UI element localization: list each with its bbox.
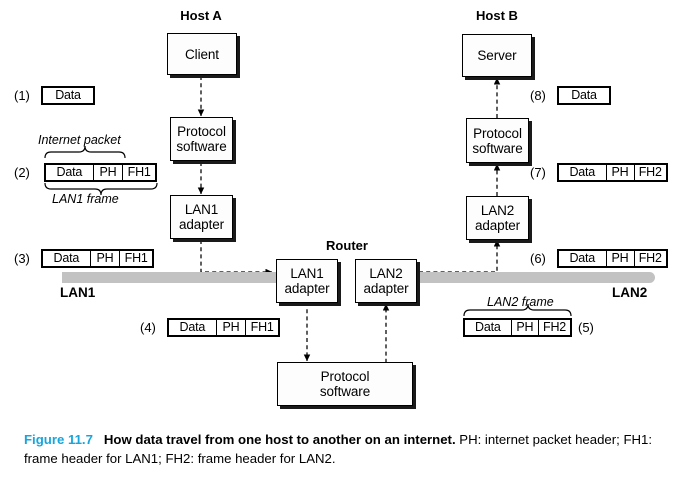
router-lan1-adapter-box[interactable]: LAN1 adapter bbox=[276, 259, 338, 303]
router-lan1-adapter-line1: LAN1 bbox=[290, 266, 324, 281]
packet-field-fh1: FH1 bbox=[120, 251, 152, 266]
lan1-frame-annotation: LAN1 frame bbox=[52, 192, 119, 206]
router-protocol-line2: software bbox=[319, 384, 371, 399]
host-a-adapter-line1: LAN1 bbox=[184, 202, 219, 217]
step-8-index: (8) bbox=[530, 88, 546, 103]
lan1-bus-label: LAN1 bbox=[60, 285, 96, 300]
packet-field-fh1: FH1 bbox=[246, 320, 278, 335]
figure-title: How data travel from one host to another… bbox=[103, 432, 456, 447]
packet-field-data: Data bbox=[559, 251, 607, 266]
lan2-bus-label: LAN2 bbox=[612, 285, 648, 300]
step-3-packet: Data PH FH1 bbox=[41, 249, 154, 268]
host-b-title: Host B bbox=[476, 8, 518, 23]
lan2-frame-annotation: LAN2 frame bbox=[487, 295, 554, 309]
packet-field-ph: PH bbox=[216, 320, 247, 335]
router-lan2-adapter-line1: LAN2 bbox=[369, 266, 403, 281]
host-a-protocol-line2: software bbox=[176, 139, 227, 154]
router-lan1-adapter-line2: adapter bbox=[284, 281, 330, 296]
step-7-index: (7) bbox=[530, 165, 546, 180]
step-1-index: (1) bbox=[14, 88, 30, 103]
packet-field-fh2: FH2 bbox=[634, 251, 666, 266]
packet-field-data: Data bbox=[465, 320, 512, 335]
host-a-protocol-software-box[interactable]: Protocol software bbox=[170, 117, 233, 161]
packet-field-ph: PH bbox=[606, 251, 635, 266]
packet-field-data: Data bbox=[169, 320, 217, 335]
host-b-protocol-software-box[interactable]: Protocol software bbox=[466, 118, 529, 163]
packet-field-ph: PH bbox=[93, 165, 124, 180]
host-b-protocol-line2: software bbox=[472, 140, 523, 156]
step-8-packet: Data bbox=[557, 86, 611, 105]
step-4-index: (4) bbox=[140, 320, 156, 335]
step-6-packet: Data PH FH2 bbox=[557, 249, 668, 268]
host-b-protocol-line1: Protocol bbox=[473, 125, 522, 141]
host-a-client-box[interactable]: Client bbox=[167, 33, 237, 75]
packet-field-ph: PH bbox=[511, 320, 540, 335]
packet-field-data: Data bbox=[43, 88, 93, 103]
host-a-title: Host A bbox=[180, 8, 222, 23]
host-b-server-box[interactable]: Server bbox=[462, 34, 532, 77]
lan1-bus bbox=[62, 272, 276, 283]
packet-field-fh2: FH2 bbox=[634, 165, 666, 180]
figure-caption: Figure 11.7 How data travel from one hos… bbox=[24, 430, 684, 468]
packet-field-ph: PH bbox=[606, 165, 635, 180]
packet-field-data: Data bbox=[46, 165, 94, 180]
host-b-adapter-line2: adapter bbox=[474, 218, 521, 233]
host-b-server-label: Server bbox=[477, 48, 517, 63]
figure-legend: PH: internet packet header; FH1: frame h… bbox=[24, 432, 653, 466]
host-a-protocol-line1: Protocol bbox=[177, 124, 226, 139]
step-2-packet: Data PH FH1 bbox=[44, 163, 157, 182]
router-title: Router bbox=[326, 238, 368, 253]
host-a-client-label: Client bbox=[185, 46, 219, 62]
host-a-lan1-adapter-box[interactable]: LAN1 adapter bbox=[170, 195, 233, 239]
step-5-index: (5) bbox=[578, 320, 594, 335]
step-1-packet: Data bbox=[41, 86, 95, 105]
packet-field-fh1: FH1 bbox=[123, 165, 155, 180]
router-protocol-software-box[interactable]: Protocol software bbox=[277, 362, 413, 406]
step-3-index: (3) bbox=[14, 251, 30, 266]
step-5-packet: Data PH FH2 bbox=[463, 318, 572, 337]
step-4-packet: Data PH FH1 bbox=[167, 318, 280, 337]
packet-field-fh2: FH2 bbox=[539, 320, 570, 335]
router-lan2-adapter-line2: adapter bbox=[363, 281, 409, 296]
router-protocol-line1: Protocol bbox=[320, 369, 370, 384]
lan2-bus bbox=[417, 272, 655, 283]
host-b-adapter-line1: LAN2 bbox=[480, 203, 515, 218]
figure-number: Figure 11.7 bbox=[24, 432, 93, 447]
step-2-index: (2) bbox=[14, 165, 30, 180]
step-6-index: (6) bbox=[530, 251, 546, 266]
packet-field-data: Data bbox=[559, 165, 607, 180]
host-b-lan2-adapter-box[interactable]: LAN2 adapter bbox=[466, 196, 529, 240]
packet-field-data: Data bbox=[559, 88, 609, 103]
internet-packet-annotation: Internet packet bbox=[38, 133, 121, 147]
router-lan2-adapter-box[interactable]: LAN2 adapter bbox=[355, 259, 417, 303]
step-7-packet: Data PH FH2 bbox=[557, 163, 668, 182]
host-a-adapter-line2: adapter bbox=[178, 217, 225, 232]
packet-field-ph: PH bbox=[90, 251, 121, 266]
packet-field-data: Data bbox=[43, 251, 91, 266]
